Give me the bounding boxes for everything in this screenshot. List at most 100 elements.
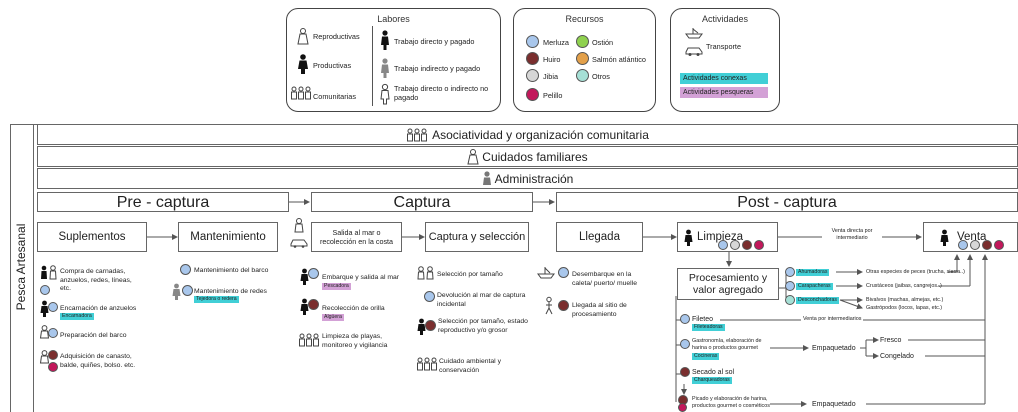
encarnacion-merluza-dot <box>48 302 58 312</box>
legend-salmon: Salmón atlántico <box>592 55 646 64</box>
recoleccion-huiro-dot <box>308 299 319 310</box>
transport-icons <box>290 218 308 248</box>
step-salida: Salida al mar o recolección en la costa <box>311 222 402 252</box>
picado-pelillo-dot <box>678 403 687 412</box>
legend-merluza: Merluza <box>543 38 569 47</box>
tag-alguera: Algüera <box>322 314 344 321</box>
adquisicion-huiro-dot <box>48 350 58 360</box>
embarque-merluza-dot <box>308 268 319 279</box>
gastronomia-merluza-dot <box>680 339 690 349</box>
post-venta-intermediarios: Venta por intermediarios <box>801 316 864 323</box>
community-group-icon <box>417 357 437 371</box>
desembarque-merluza-dot <box>558 267 569 278</box>
walking-person-icon <box>545 296 553 315</box>
post-llegada-sitio: Llegada al sitio de procesamiento <box>572 302 627 318</box>
cap-sel-estado: Selección por tamaño, estado reproductiv… <box>438 318 528 334</box>
tag-tejedora: Tejedora o redera <box>194 296 239 303</box>
limpieza-jibia-dot <box>730 240 740 250</box>
cap-cuidado: Cuidado ambiental y conservación <box>439 358 501 374</box>
tag-cocineras: Cocineras <box>692 353 720 360</box>
legend-trabajo-no-pagado: Trabajo directo o indirecto no pagado <box>394 84 489 102</box>
legend-pelillo: Pelillo <box>543 91 563 100</box>
legend-pesqueras: Actividades pesqueras <box>680 87 768 98</box>
bar-administracion-label: Administración <box>494 171 574 186</box>
legend-conexas: Actividades conexas <box>680 73 768 84</box>
post-gastropodos: Gastrópodos (locos, lapas, etc.) <box>866 305 943 311</box>
legend-labores-panel: Labores <box>286 8 501 112</box>
pre-mant-barco: Mantenimiento del barco <box>194 267 269 274</box>
post-otras-especies: Otras especies de peces (trucha, sierra.… <box>866 269 965 275</box>
fileteo-merluza-dot <box>680 314 690 324</box>
post-fresco: Fresco <box>880 337 902 344</box>
indirect-paid-icon <box>172 283 181 300</box>
post-picado: Picado y elaboración de harina, producto… <box>692 396 770 409</box>
post-desembarque: Desembarque en la caleta/ puerto/ muelle <box>572 271 637 287</box>
mixed-workers-icon <box>417 266 434 280</box>
car-icon <box>685 47 703 56</box>
tag-fileteadoras: Fileteadoras <box>692 324 725 331</box>
step-captura-seleccion: Captura y selección <box>425 222 529 252</box>
venta-pelillo-dot <box>994 240 1004 250</box>
legend-ostion: Ostión <box>592 38 614 47</box>
mixed-workers-icon <box>41 265 57 280</box>
bar-asociatividad-label: Asociatividad y organización comunitaria <box>432 127 649 142</box>
tag-ahumadoras: Ahumadoras <box>796 269 830 276</box>
post-gastronomia: Gastronomía, elaboración de harina o pro… <box>692 338 762 351</box>
indirect-paid-icon <box>381 58 389 78</box>
pre-adquisicion: Adquisición de canasto, balde, quiñes, b… <box>60 353 136 369</box>
jibia-dot <box>526 69 539 82</box>
limpieza-huiro-dot <box>742 240 752 250</box>
legend-comunitarias: Comunitarias <box>313 92 356 101</box>
indirect-paid-icon <box>482 170 491 185</box>
unpaid-work-icon <box>39 325 50 339</box>
legend-recursos-title: Recursos <box>565 14 604 24</box>
cap-embarque: Embarque y salida al mar <box>322 274 400 281</box>
venta-jibia-dot <box>970 240 980 250</box>
pre-mant-redes: Mantenimiento de redes <box>194 288 267 295</box>
legend-reproductivas: Reproductivas <box>313 32 360 41</box>
legend-divider <box>372 26 373 106</box>
legend-transporte: Transporte <box>706 42 742 51</box>
post-fileteo: Fileteo <box>692 316 714 323</box>
post-empaquetado: Empaquetado <box>812 344 856 353</box>
post-bivalvos: Bivalvos (machas, almejas, etc.) <box>866 297 944 303</box>
secado-huiro-dot <box>680 367 690 377</box>
bar-administracion: Administración <box>37 168 1018 189</box>
tag-charqueadoras: Charqueadoras <box>692 377 732 384</box>
ahumadoras-dot <box>785 267 795 277</box>
legend-labores-title: Labores <box>377 14 410 24</box>
community-group-icon <box>291 86 311 100</box>
merluza-dot <box>526 35 539 48</box>
tag-carapacheras: Carapacheras <box>796 283 833 290</box>
cap-sel-tamano: Selección por tamaño <box>437 271 503 278</box>
venta-huiro-dot <box>982 240 992 250</box>
direct-paid-icon <box>40 300 49 317</box>
sel-estado-huiro-dot <box>425 320 436 331</box>
ostion-dot <box>576 35 589 48</box>
direct-paid-icon <box>300 268 309 285</box>
tag-pescadora: Pescadora <box>322 283 351 290</box>
community-group-icon <box>299 333 319 347</box>
pelillo-dot <box>526 88 539 101</box>
phase-captura: Captura <box>311 192 533 212</box>
adquisicion-pelillo-dot <box>48 362 58 372</box>
venta-directa-label: Venta directa por intermediario <box>822 228 882 242</box>
devolucion-merluza-dot <box>424 291 435 302</box>
cap-limpieza-playas: Limpieza de playas, monitoreo y vigilanc… <box>322 333 388 349</box>
community-group-icon <box>407 128 428 141</box>
boat-icon <box>537 267 555 279</box>
productive-woman-icon <box>298 54 308 74</box>
venta-merluza-dot <box>958 240 968 250</box>
direct-paid-icon <box>300 298 309 315</box>
mant-barco-merluza-dot <box>180 264 191 275</box>
direct-paid-icon <box>684 229 693 246</box>
direct-paid-icon <box>940 229 949 246</box>
legend-otros: Otros <box>592 72 610 81</box>
legend-actividades-title: Actividades <box>701 14 749 24</box>
tag-desconchadoras: Desconchadoras <box>796 297 839 304</box>
bar-cuidados: Cuidados familiares <box>37 146 1018 167</box>
compra-merluza-dot <box>40 285 50 295</box>
direct-paid-icon <box>381 30 389 50</box>
pre-compra: Compra de carnadas, anzuelos, redes, lín… <box>60 268 132 292</box>
